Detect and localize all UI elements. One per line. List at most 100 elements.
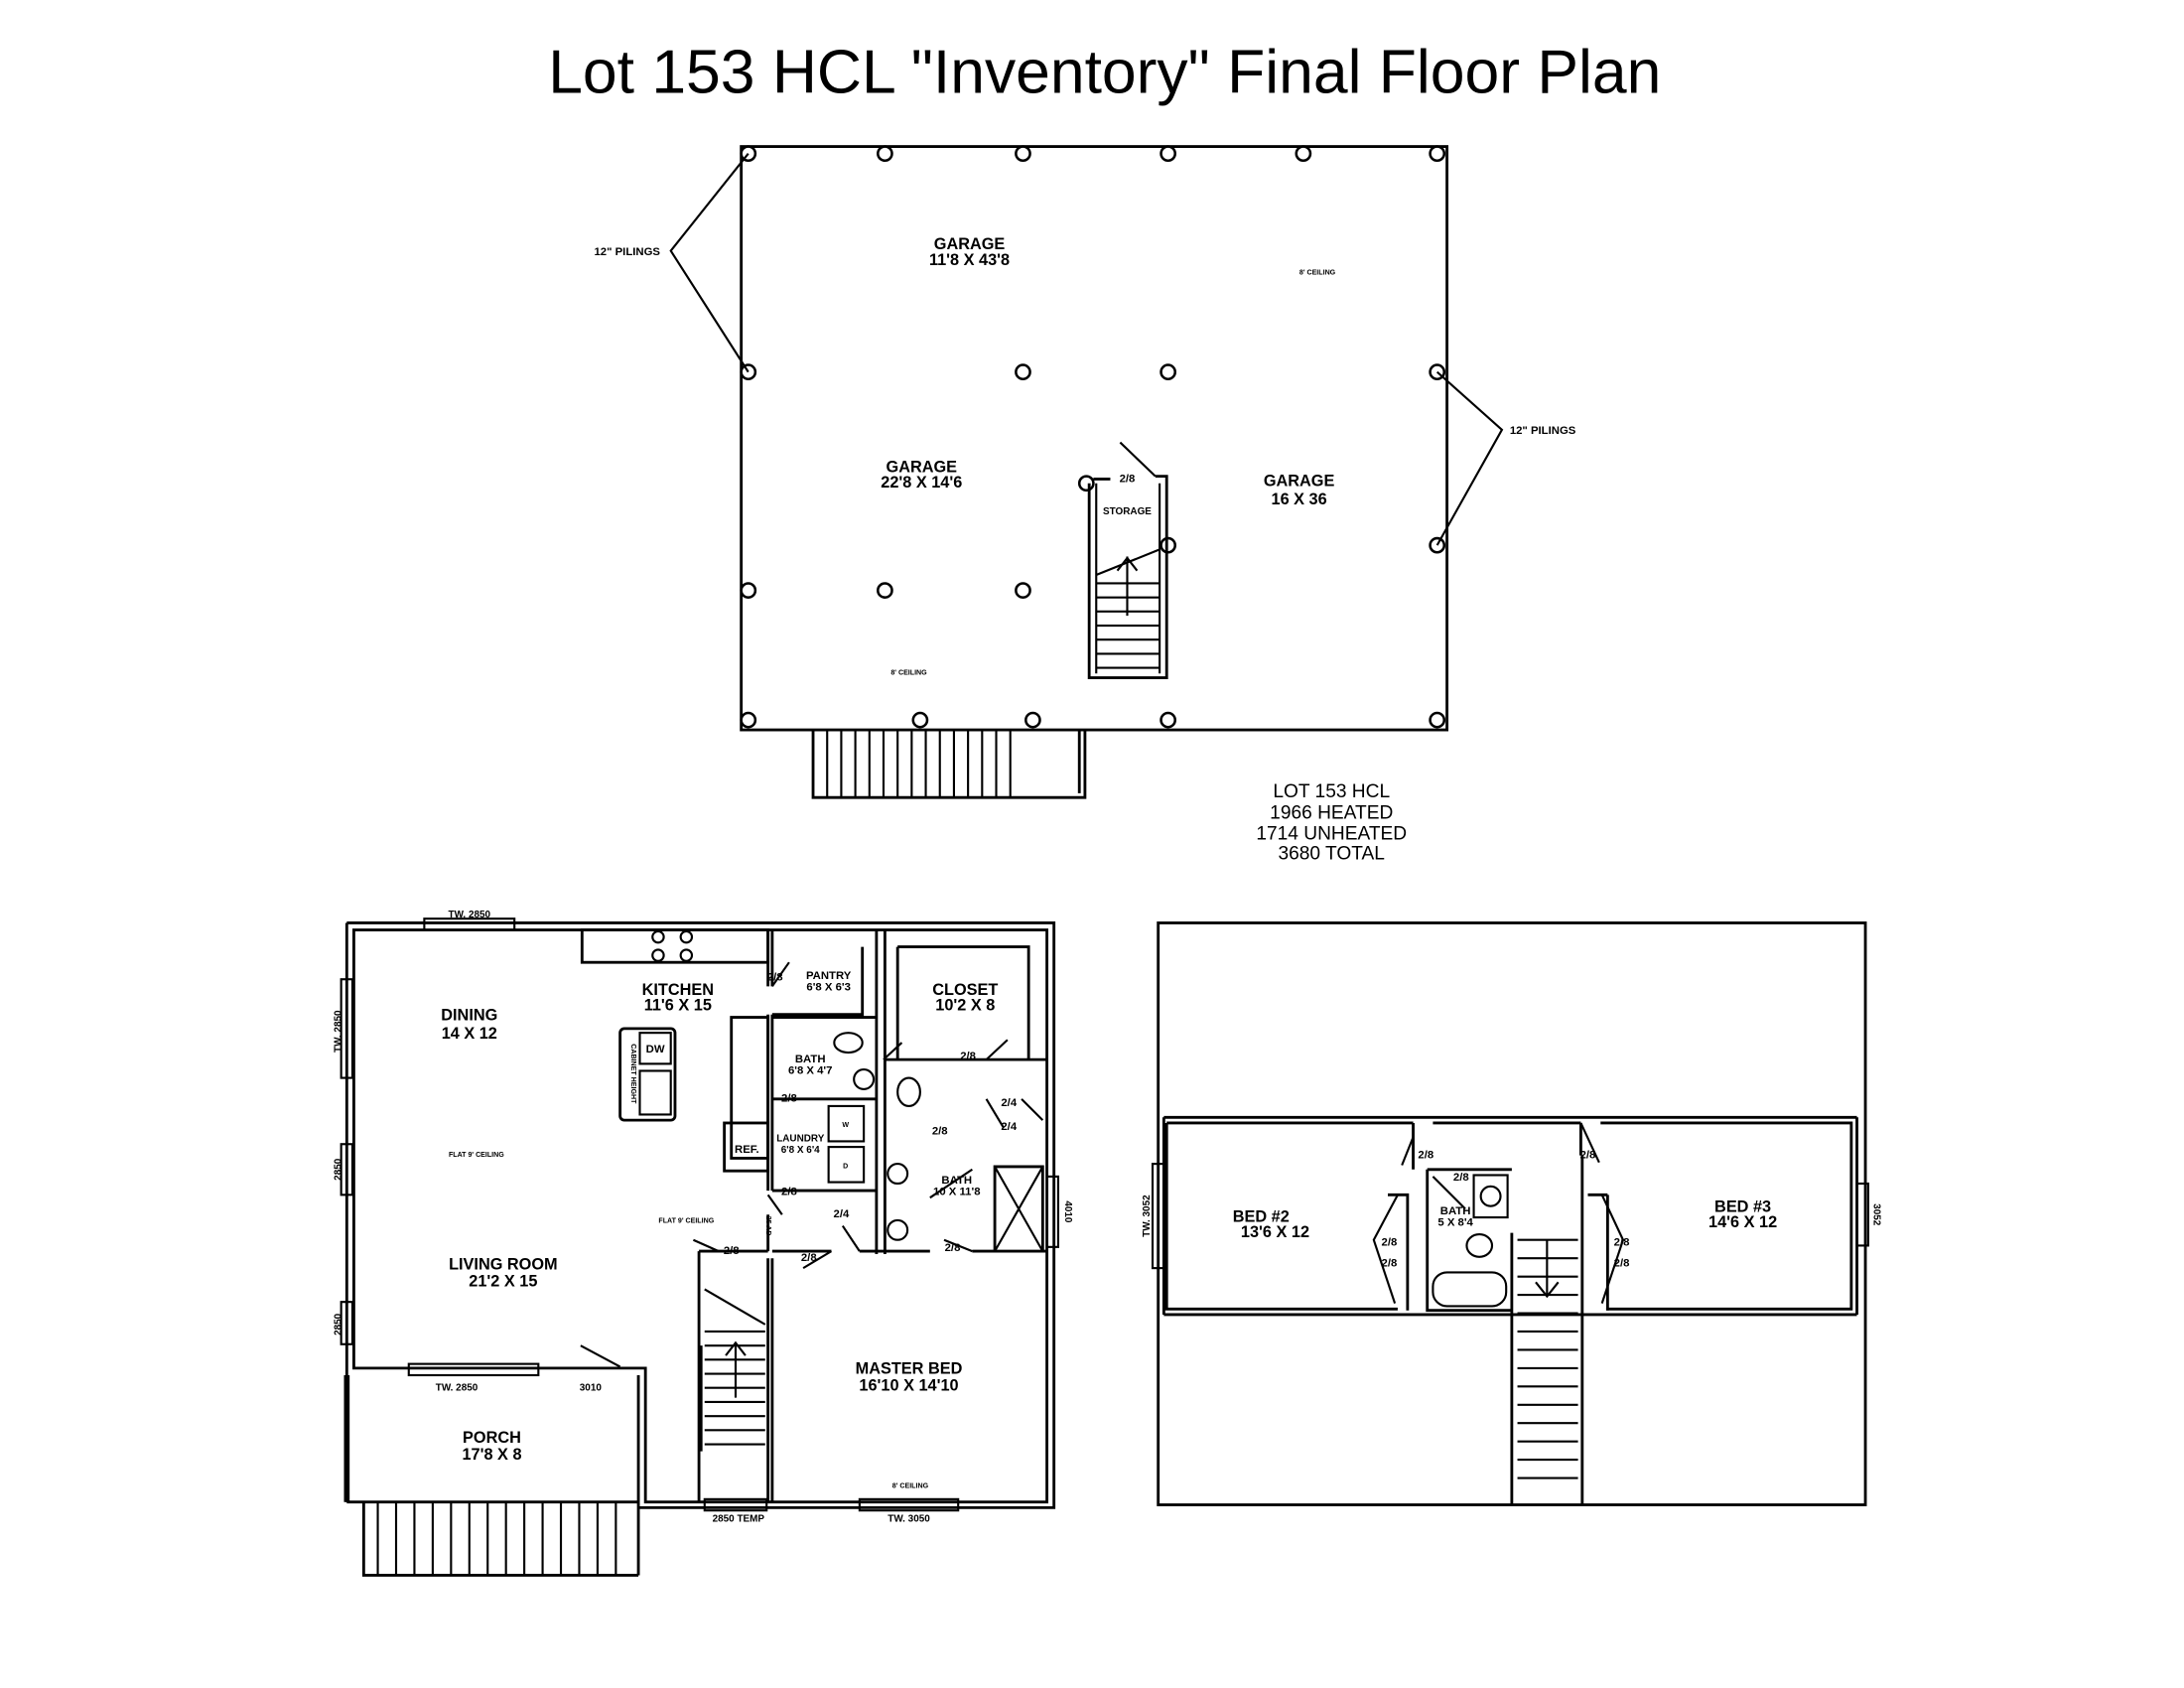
kitchen-name: KITCHEN [642,981,714,999]
bath-1-name: BATH [795,1054,826,1065]
toilet-icon [1465,1233,1494,1258]
first-floor-plan: DW CABINET HEIGHT REF. W D DINING 14 X 1… [334,910,1073,1577]
storage-door-swing [1095,441,1161,674]
door-label: 2/8 [1580,1149,1596,1161]
dining-name: DINING [441,1006,497,1024]
door-label: 2/8 [724,1245,740,1257]
summary-heated: 1966 HEATED [1270,802,1393,823]
door-swings [580,961,1044,1368]
master-bed-size: 16'10 X 14'10 [859,1377,958,1395]
bath-2-size: 10 X 11'8 [933,1186,981,1197]
bed-3-size: 14'6 X 12 [1708,1213,1777,1231]
pilings-label-right: 12" PILINGS [1510,425,1576,437]
summary-lot: LOT 153 HCL [1273,781,1390,802]
garage-1-size: 11'8 X 43'8 [929,251,1010,269]
rear-door-label: 2850 TEMP [713,1514,765,1525]
garage-stair-treads [1096,556,1160,669]
closet-walls [1387,1193,1609,1311]
stove-icon [651,929,694,962]
porch-name: PORCH [463,1429,521,1447]
ceiling-note: 8' CEILING [890,669,927,677]
door-label: 2/8 [781,1186,797,1197]
window-label: TW. 3050 [887,1514,930,1525]
bath-size: 5 X 8'4 [1437,1217,1473,1229]
sink-bowl-icon [1479,1185,1502,1207]
ground-floor-plan: 12" PILINGS 12" PILINGS 2/8 STORAGE GARA… [594,145,1576,799]
door-label: 2/8 [1382,1236,1398,1248]
piling-leader-lines [669,153,1504,546]
garage-3-size: 16 X 36 [1272,491,1327,508]
door-label: 2/8 [1614,1258,1630,1270]
living-room-name: LIVING ROOM [449,1256,558,1274]
storage-label: STORAGE [1103,506,1152,517]
second-floor-stair [1517,1238,1578,1479]
dishwasher-icon [638,1032,672,1065]
area-summary: LOT 153 HCL 1966 HEATED 1714 UNHEATED 36… [1256,781,1407,864]
bed-3-name: BED #3 [1714,1197,1771,1215]
window-label: 4010 [1062,1200,1073,1223]
kitchen-size: 11'6 X 15 [644,996,712,1014]
washer-icon [827,1104,866,1143]
summary-total: 3680 TOTAL [1278,844,1385,865]
island-label: CABINET HEIGHT [629,1044,637,1104]
garage-outline [740,145,1449,732]
piling-markers [740,145,1446,729]
toilet-icon [833,1032,864,1055]
garage-3-name: GARAGE [1264,473,1335,491]
kitchen-upper-counter [580,928,770,964]
bed-2-name: BED #2 [1233,1207,1290,1225]
windows [340,917,1060,1512]
door-size-label: 3010 [580,1383,603,1394]
door-label: 2/8 [960,1051,976,1062]
garage-2-size: 22'8 X 14'6 [881,474,962,492]
door-label: 2/8 [932,1125,948,1137]
living-room-size: 21'2 X 15 [469,1273,537,1291]
door-label: 2/8 [767,972,783,984]
ceiling-note: FLAT 9' CEILING [658,1217,714,1225]
window-label: 2850 [334,1158,344,1181]
sink-icon [853,1067,876,1090]
sink-icon [887,1163,909,1186]
summary-unheated: 1714 UNHEATED [1256,824,1407,845]
pilings-label-left: 12" PILINGS [594,246,660,258]
storage-door-label: 2/8 [1120,473,1136,485]
bed-2-size: 13'6 X 12 [1241,1223,1309,1241]
garage-2-name: GARAGE [887,458,958,476]
laundry-name: LAUNDRY [776,1133,825,1144]
window-label: TW. 2850 [334,1010,344,1053]
kitchen-island [618,1027,677,1122]
door-label: 2/8 [945,1242,961,1254]
door-label: 2/8 [801,1252,817,1264]
bathtub-icon [1432,1271,1508,1308]
door-label: 2/8 [1418,1149,1433,1161]
master-bed-name: MASTER BED [856,1360,963,1378]
washer-label: W [842,1121,849,1129]
window-label: 2850 [334,1313,344,1336]
window-label: TW. 3052 [1142,1195,1153,1237]
page-title: Lot 153 HCL "Inventory" Final Floor Plan [548,38,1661,107]
door-swings [1372,1122,1625,1304]
porch-size: 17'8 X 8 [462,1446,521,1464]
door-label: 2/8 [1614,1236,1630,1248]
second-floor-plan: BED #2 13'6 X 12 BED #3 14'6 X 12 BATH 5… [1142,921,1882,1506]
door-label: 2/4 [1001,1121,1017,1133]
porch-edge [346,1374,640,1576]
window-label: 3052 [1871,1203,1882,1226]
hvac-chase [994,1166,1044,1252]
bath-1-size: 6'8 X 4'7 [788,1064,833,1076]
ceiling-note: 8' CEILING [892,1481,929,1489]
door-label: 2/4 [1001,1097,1017,1109]
closet-size: 10'2 X 8 [935,996,995,1014]
sink-icon [887,1218,909,1241]
ceiling-note: FLAT 9' CEILING [449,1151,504,1159]
dining-size: 14 X 12 [442,1025,497,1043]
dishwasher-label: DW [646,1044,665,1055]
dryer-label: D [843,1162,848,1170]
garage-entry-steps [811,730,1087,799]
dryer-icon [827,1146,866,1184]
sink-icon [638,1069,672,1116]
door-label: 2/4 [834,1208,850,1220]
garage-1-name: GARAGE [934,235,1006,253]
sink-icon [1472,1174,1509,1219]
